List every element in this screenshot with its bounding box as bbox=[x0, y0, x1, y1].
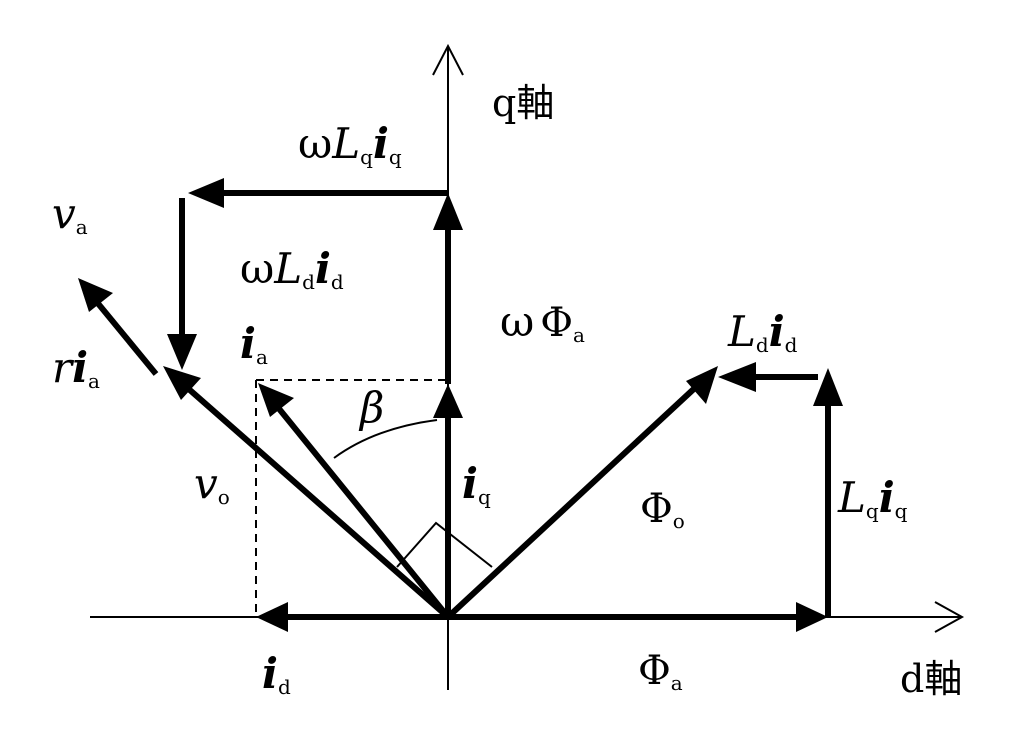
dashed-projection-lines bbox=[255, 379, 448, 617]
right-angle-marker bbox=[396, 521, 493, 568]
vector-phi-o bbox=[445, 366, 718, 620]
label-r-i-a: ria bbox=[52, 343, 100, 393]
vector-v-o bbox=[163, 366, 450, 620]
d-axis-label: d軸 bbox=[900, 657, 962, 701]
label-phi-o: Φo bbox=[640, 486, 685, 533]
vector-omega-phi-a bbox=[433, 193, 463, 384]
vector-ld-id bbox=[718, 362, 818, 392]
label-phi-a: Φa bbox=[638, 648, 683, 695]
label-i-q: iq bbox=[462, 459, 491, 509]
vector-i-a bbox=[258, 383, 451, 619]
label-omega-lq-iq: ωLqiq bbox=[298, 119, 402, 169]
label-i-a: ia bbox=[240, 319, 268, 369]
vector-omega-lq-iq bbox=[188, 178, 448, 208]
q-axis-label: q軸 bbox=[492, 81, 554, 125]
label-lq-iq: Lqiq bbox=[837, 473, 908, 523]
label-v-a: va bbox=[52, 189, 88, 239]
vector-i-d bbox=[256, 602, 448, 632]
beta-arc bbox=[333, 419, 438, 459]
vector-omega-ld-id bbox=[167, 198, 197, 370]
label-beta: β bbox=[358, 383, 384, 432]
vector-phi-a bbox=[448, 602, 828, 632]
vector-i-q bbox=[433, 384, 463, 617]
label-i-d: id bbox=[262, 649, 291, 699]
label-v-o: vo bbox=[194, 459, 230, 509]
label-ld-id: Ldid bbox=[727, 307, 798, 357]
label-omega-ld-id: ωLdid bbox=[240, 244, 344, 294]
vector-r-i-a bbox=[78, 278, 159, 376]
vector-lq-iq bbox=[813, 368, 843, 617]
